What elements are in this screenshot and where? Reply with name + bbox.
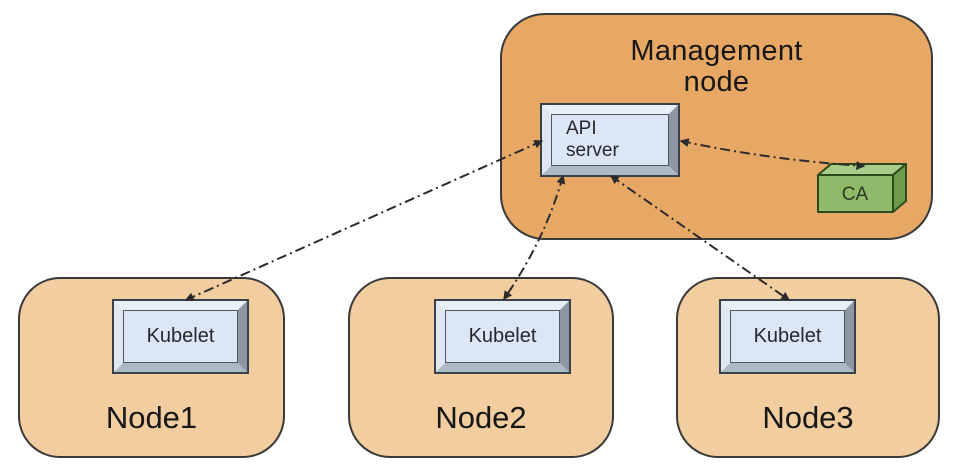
ca-top-face — [817, 163, 907, 176]
node2-box: Kubelet Node2 — [348, 277, 614, 458]
ca-label: CA — [842, 184, 869, 205]
node3-box: Kubelet Node3 — [676, 277, 940, 458]
kubelet-label-node2: Kubelet — [468, 325, 537, 347]
node3-label: Node3 — [762, 400, 854, 435]
management-node-title: Management node — [630, 35, 803, 98]
kubelet-box-node2: Kubelet — [434, 299, 571, 374]
api-server-box: API server — [540, 103, 680, 177]
kubelet-label-node1: Kubelet — [146, 325, 215, 347]
ca-front-face — [817, 174, 894, 213]
api-server-label: API server — [566, 118, 619, 161]
kubelet-box-node3: Kubelet — [719, 299, 856, 374]
ca-box: CA — [817, 163, 907, 213]
node1-label: Node1 — [105, 400, 198, 435]
kubelet-box-node1: Kubelet — [112, 299, 249, 374]
kubelet-label-node3: Kubelet — [753, 325, 822, 347]
management-node-box: Management node API server CA — [500, 13, 933, 240]
node2-label: Node2 — [435, 400, 527, 435]
node1-box: Kubelet Node1 — [18, 277, 285, 458]
